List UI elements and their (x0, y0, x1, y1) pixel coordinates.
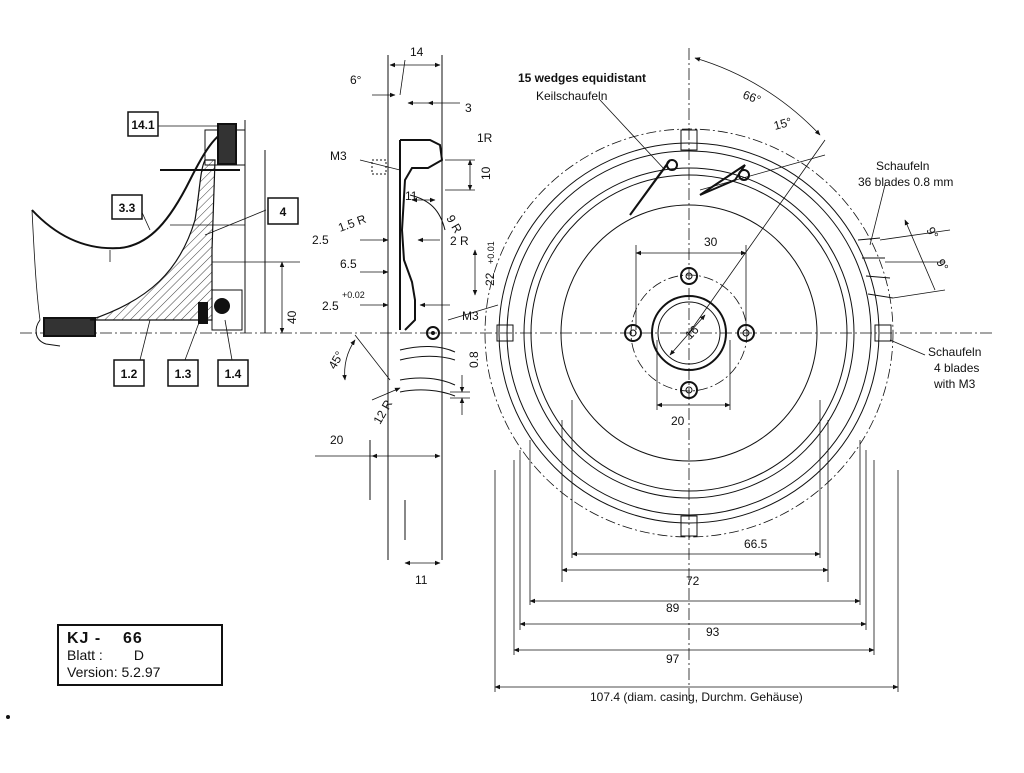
part-label-1-2: 1.2 (113, 359, 145, 387)
dim-6-5: 6.5 (340, 257, 357, 271)
dim-22-tol: +0.01 (486, 241, 496, 264)
dim-93: 93 (706, 625, 720, 639)
part-label-1-2-text: 1.2 (121, 367, 138, 381)
dim-11-bottom: 11 (415, 573, 428, 587)
part-label-1-4-text: 1.4 (225, 367, 242, 381)
dim-3: 3 (465, 101, 472, 115)
title-block-version-label: Version: (67, 664, 118, 680)
dim-6deg: 6° (350, 73, 362, 87)
dim-97: 97 (666, 652, 680, 666)
part-label-3-3: 3.3 (111, 194, 143, 220)
title-block-model-row: KJ - 66 (67, 630, 213, 647)
title-block-sheet-row: Blatt : D (67, 647, 213, 664)
dim-9r: 9 R (443, 213, 465, 236)
title-block-version-value: 5.2.97 (121, 664, 161, 680)
dim-9deg-a: 9° (923, 225, 941, 242)
label-blades36-en: 36 blades 0.8 mm (858, 175, 953, 189)
title-block-model: KJ - (67, 630, 102, 647)
dim-9deg-b: 9° (933, 257, 951, 274)
dim-11-top: 11 (405, 189, 418, 203)
dim-15deg: 15° (772, 115, 793, 133)
title-block-sheet-label: Blatt : (67, 647, 103, 663)
label-blades36-de: Schaufeln (876, 159, 929, 173)
label-m3-top: M3 (330, 149, 347, 163)
dim-1r: 1R (477, 131, 493, 145)
dim-30: 30 (704, 235, 718, 249)
label-blades4-m3: with M3 (933, 377, 976, 391)
part-label-4: 4 (267, 197, 299, 225)
dim-2-5b-tol: +0.02 (342, 290, 365, 300)
part-label-1-3: 1.3 (167, 359, 199, 387)
label-wedges-de: Keilschaufeln (536, 89, 607, 103)
dim-89: 89 (666, 601, 680, 615)
assembly-section-view (20, 120, 995, 361)
dim-107-4: 107.4 (diam. casing, Durchm. Gehäuse) (590, 690, 803, 704)
part-label-14-1-text: 14.1 (131, 118, 155, 132)
dim-20: 20 (671, 414, 685, 428)
dim-22: 22 (483, 272, 497, 286)
front-view (484, 48, 951, 700)
dim-72: 72 (686, 574, 700, 588)
label-blades4-en: 4 blades (934, 361, 979, 375)
dim-45deg: 45° (325, 349, 346, 372)
dim-0-8: 0.8 (467, 351, 481, 368)
part-label-14-1: 14.1 (127, 111, 159, 137)
dim-66deg: 66° (741, 88, 763, 107)
dim-12r: 12 R (370, 397, 395, 426)
stator-section-view (315, 55, 499, 566)
dim-14: 14 (410, 45, 424, 59)
dim-66-5: 66.5 (744, 537, 768, 551)
part-label-1-3-text: 1.3 (175, 367, 192, 381)
dim-2r: 2 R (450, 234, 469, 248)
part-label-1-4: 1.4 (217, 359, 249, 387)
part-label-3-3-text: 3.3 (119, 201, 136, 215)
dim-20-side: 20 (330, 433, 344, 447)
title-block-sheet-value: D (133, 647, 145, 663)
dim-10: 10 (479, 166, 493, 180)
title-block-model-number: 66 (123, 630, 143, 647)
title-block-version-row: Version: 5.2.97 (67, 664, 213, 681)
dim-16: 16 (682, 323, 702, 343)
label-blades4-de: Schaufeln (928, 345, 981, 359)
title-block: KJ - 66 Blatt : D Version: 5.2.97 (57, 624, 223, 686)
dim-2-5: 2.5 (312, 233, 329, 247)
dim-2-5b: 2.5 (322, 299, 339, 313)
dim-40: 40 (285, 310, 299, 324)
stray-dot (6, 715, 10, 719)
dim-1-5r: 1.5 R (336, 212, 368, 235)
label-m3-bottom: M3 (462, 309, 479, 323)
part-label-4-text: 4 (280, 205, 287, 219)
label-wedges-en: 15 wedges equidistant (518, 71, 646, 85)
